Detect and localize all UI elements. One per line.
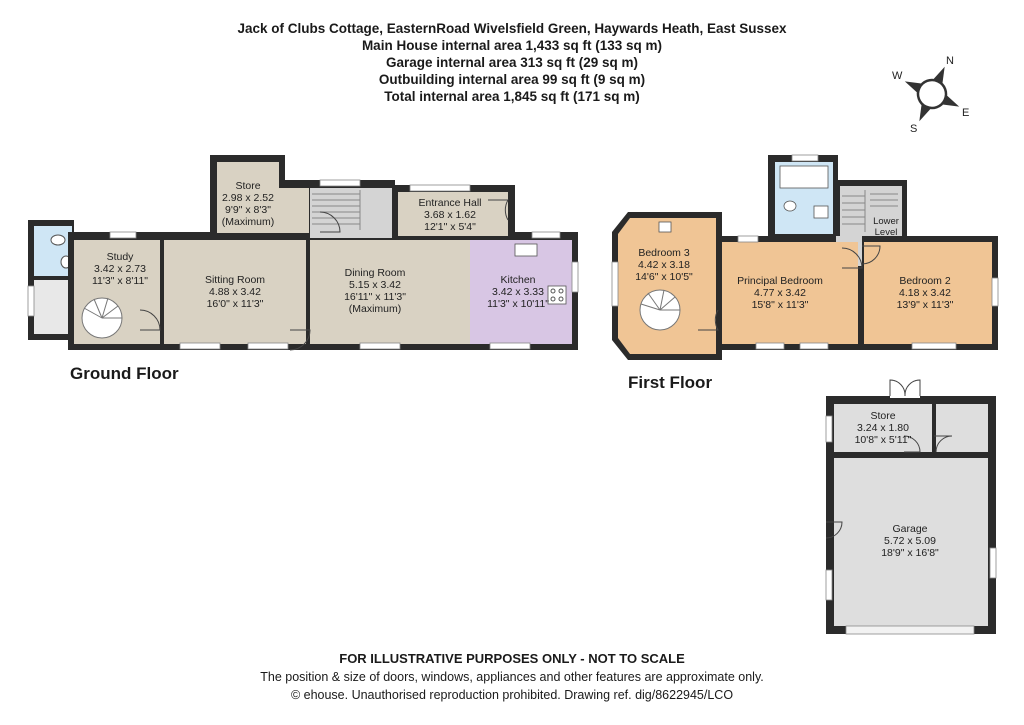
bedroom2-room: [864, 242, 992, 344]
outbuilding-plan: Store 3.24 x 1.80 10'8" x 5'11" Garage 5…: [825, 379, 997, 635]
ff-windows: [611, 154, 999, 350]
store-out-imperial: 10'8" x 5'11": [855, 434, 912, 446]
wc-lobby: [34, 280, 72, 334]
compass-n: N: [946, 55, 954, 67]
kitchen-imperial: 11'3" x 10'11": [487, 298, 549, 310]
principal-bedroom-name: Principal Bedroom: [737, 275, 823, 287]
study-name: Study: [107, 251, 135, 263]
study-metric: 3.42 x 2.73: [94, 263, 146, 275]
ff-basin-icon: [813, 205, 829, 219]
entrance-hall-name: Entrance Hall: [418, 197, 481, 209]
study-imperial: 11'3" x 8'11": [92, 275, 148, 287]
sitting-room-name: Sitting Room: [205, 274, 265, 286]
copyright-line: © ehouse. Unauthorised reproduction proh…: [290, 688, 734, 702]
bedroom3-name: Bedroom 3: [638, 247, 690, 259]
ground-floor-plan: Store 2.98 x 2.52 9'9" x 8'3" (Maximum) …: [27, 155, 579, 351]
store-out-name: Store: [870, 410, 895, 422]
entrance-hall-metric: 3.68 x 1.62: [424, 209, 476, 221]
dining-room-metric: 5.15 x 3.42: [349, 279, 401, 291]
compass-e: E: [962, 107, 969, 119]
main-house-area: Main House internal area 1,433 sq ft (13…: [361, 38, 663, 53]
compass-s: S: [910, 123, 917, 135]
ff-stairs: [842, 190, 898, 232]
dining-room: [310, 240, 456, 344]
kitchen-sink-icon: [514, 243, 538, 257]
garage-imperial: 18'9" x 16'8": [881, 547, 939, 559]
principal-bedroom-room: [722, 242, 858, 344]
ground-floor-label: Ground Floor: [70, 364, 179, 383]
dining-room-imperial: 16'11" x 11'3": [344, 291, 406, 303]
compass-w: W: [892, 70, 903, 82]
bedroom2-imperial: 13'9" x 11'3": [897, 299, 954, 311]
study-spiral-stair: [81, 297, 123, 339]
hob-icon: [547, 285, 567, 305]
store-out-room: [834, 404, 932, 452]
disclaimer: FOR ILLUSTRATIVE PURPOSES ONLY - NOT TO …: [339, 651, 685, 666]
garage-name: Garage: [892, 523, 927, 535]
lower-level-line1: Lower: [873, 216, 899, 227]
lower-level-line2: Level: [875, 227, 898, 238]
bedroom3-room: [618, 218, 716, 354]
bedroom2-name: Bedroom 2: [899, 275, 951, 287]
garage-metric: 5.72 x 5.09: [884, 535, 936, 547]
bedroom3-spiral-stair: [639, 289, 681, 331]
store-gf-imperial: 9'9" x 8'3": [225, 204, 271, 216]
bedroom3-fixture-icon: [658, 221, 672, 233]
total-area: Total internal area 1,845 sq ft (171 sq …: [384, 89, 640, 104]
compass-icon: N S E W: [892, 55, 969, 135]
stair-hall: [310, 188, 392, 238]
sitting-room: [164, 240, 306, 344]
outbuilding-windows: [825, 415, 997, 635]
wc-toilet-icon: [50, 234, 66, 246]
plan-footer: FOR ILLUSTRATIVE PURPOSES ONLY - NOT TO …: [0, 650, 1024, 704]
dining-room-name: Dining Room: [345, 267, 406, 279]
first-floor-label: First Floor: [628, 373, 713, 392]
sitting-room-metric: 4.88 x 3.42: [209, 286, 261, 298]
kitchen-metric: 3.42 x 3.33: [492, 286, 544, 298]
ground-doors: [139, 199, 509, 351]
bedroom3-metric: 4.42 x 3.18: [638, 259, 690, 271]
principal-bedroom-imperial: 15'8" x 11'3": [752, 299, 809, 311]
store-gf-note: (Maximum): [222, 216, 275, 228]
bath-icon: [779, 165, 829, 189]
ground-stairs: [312, 190, 361, 230]
kitchen-name: Kitchen: [500, 274, 535, 286]
garage-area: Garage internal area 313 sq ft (29 sq m): [385, 55, 639, 70]
store-gf-name: Store: [235, 180, 260, 192]
plan-header: Jack of Clubs Cottage, EasternRoad Wivel…: [0, 20, 1024, 105]
sitting-room-imperial: 16'0" x 11'3": [207, 298, 264, 310]
ff-doors: [698, 245, 881, 331]
principal-bedroom-metric: 4.77 x 3.42: [754, 287, 806, 299]
store-room: [217, 162, 279, 233]
entrance-hall-imperial: 12'1" x 5'4": [424, 221, 476, 233]
entrance-hall-room: [398, 192, 508, 236]
ff-toilet-icon: [783, 200, 797, 212]
store-gf-metric: 2.98 x 2.52: [222, 192, 274, 204]
bedroom2-metric: 4.18 x 3.42: [899, 287, 951, 299]
bedroom3-imperial: 14'6" x 10'5": [635, 271, 693, 283]
wc-room: [34, 226, 72, 276]
address-title: Jack of Clubs Cottage, EasternRoad Wivel…: [237, 21, 787, 36]
ground-windows: [27, 179, 579, 350]
first-floor-plan: Bedroom 3 4.42 x 3.18 14'6" x 10'5" Prin…: [611, 154, 999, 360]
outbuilding-area: Outbuilding internal area 99 sq ft (9 sq…: [378, 72, 646, 87]
approximation-note: The position & size of doors, windows, a…: [260, 670, 764, 684]
store-out-metric: 3.24 x 1.80: [857, 422, 909, 434]
dining-room-note: (Maximum): [349, 303, 402, 315]
garage-room: [834, 458, 988, 626]
